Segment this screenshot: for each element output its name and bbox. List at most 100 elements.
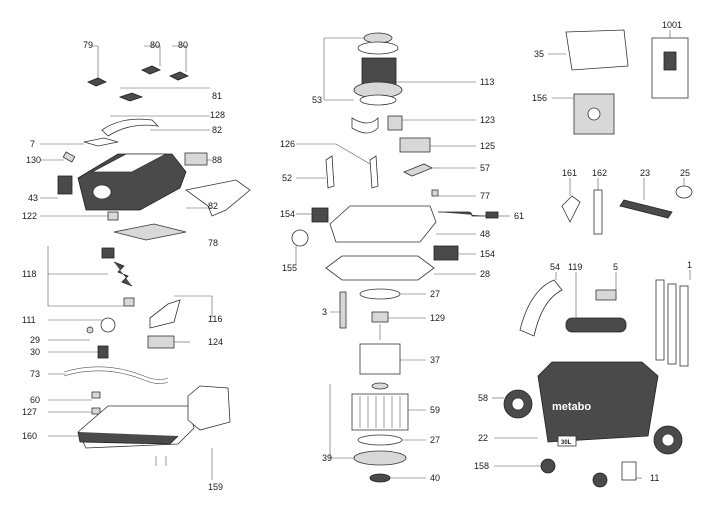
part-122 xyxy=(107,211,119,221)
label-155: 155 xyxy=(282,263,297,273)
part-58-hub xyxy=(511,397,525,411)
part-161 xyxy=(561,195,581,223)
label-23: 23 xyxy=(640,168,650,178)
part-40 xyxy=(369,473,391,483)
part-7 xyxy=(83,137,119,147)
part-80b xyxy=(169,71,189,81)
label-27a: 27 xyxy=(430,289,440,299)
part-23 xyxy=(619,199,673,219)
label-1: 1 xyxy=(687,260,692,270)
label-113: 113 xyxy=(480,77,494,87)
filter-pleats xyxy=(359,396,401,428)
filter-assembly xyxy=(339,288,409,483)
part-78 xyxy=(185,179,251,217)
label-7: 7 xyxy=(30,139,35,149)
label-29: 29 xyxy=(30,335,40,345)
label-73: 73 xyxy=(30,369,40,379)
part-154a xyxy=(311,207,329,223)
electronics-assembly xyxy=(63,247,181,415)
part-53-cap xyxy=(357,41,399,55)
part-129 xyxy=(371,311,389,323)
label-22: 22 xyxy=(478,433,488,443)
label-37: 37 xyxy=(430,355,440,365)
label-48: 48 xyxy=(480,229,490,239)
part-35-bag xyxy=(565,29,629,71)
part-39-plate xyxy=(353,450,407,466)
label-5: 5 xyxy=(613,262,618,272)
label-128: 128 xyxy=(210,110,225,120)
label-159: 159 xyxy=(208,482,223,492)
label-25: 25 xyxy=(680,168,690,178)
label-119: 119 xyxy=(568,262,582,272)
part-127 xyxy=(91,407,101,415)
part-77 xyxy=(431,189,439,197)
part-1-tube-c xyxy=(679,285,689,367)
part-11 xyxy=(621,461,637,481)
label-1001: 1001 xyxy=(662,20,682,30)
label-82b: 82 xyxy=(208,201,218,211)
part-1001-icon xyxy=(663,51,677,71)
label-118: 118 xyxy=(22,269,36,279)
label-126: 126 xyxy=(280,139,295,149)
label-77: 77 xyxy=(480,191,490,201)
part-52-a xyxy=(325,155,335,189)
label-60: 60 xyxy=(30,395,40,405)
label-116: 116 xyxy=(208,314,222,324)
label-39: 39 xyxy=(322,453,332,463)
label-43: 43 xyxy=(28,193,38,203)
part-160-edge xyxy=(77,431,179,445)
part-159 xyxy=(187,385,231,431)
label-79: 79 xyxy=(83,40,93,50)
part-73-cable-2 xyxy=(63,370,169,384)
label-162: 162 xyxy=(592,168,607,178)
part-118 xyxy=(101,247,115,259)
part-81 xyxy=(118,92,144,102)
part-111 xyxy=(100,317,116,333)
part-29 xyxy=(86,326,94,334)
motor-assembly xyxy=(291,32,499,281)
part-37-cage xyxy=(359,343,401,375)
part-30 xyxy=(97,345,109,359)
part-128 xyxy=(101,118,160,137)
part-labels: 79 80 80 81 128 82 7 130 88 43 122 82 78… xyxy=(22,20,692,492)
label-123: 123 xyxy=(480,115,495,125)
part-61-plug xyxy=(485,211,499,219)
part-52-b xyxy=(369,155,379,189)
part-130 xyxy=(62,151,76,163)
part-162 xyxy=(593,189,603,235)
label-156: 156 xyxy=(532,93,547,103)
label-154a: 154 xyxy=(280,209,295,219)
part-73-cable xyxy=(63,366,169,380)
part-60 xyxy=(91,391,101,399)
wheel-right-hub xyxy=(661,433,675,447)
part-79 xyxy=(87,77,107,87)
label-30: 30 xyxy=(30,347,40,357)
part-88 xyxy=(184,152,208,166)
part-27-ring-bottom xyxy=(357,434,403,446)
part-124 xyxy=(147,335,175,349)
part-156-hole xyxy=(587,107,601,121)
label-158: 158 xyxy=(474,461,489,471)
label-80b: 80 xyxy=(178,40,188,50)
container-assembly: metabo 30L xyxy=(503,361,683,488)
part-61-cable xyxy=(438,211,486,217)
head-housing-top xyxy=(91,153,167,173)
label-59: 59 xyxy=(430,405,440,415)
part-123-b xyxy=(387,115,403,131)
label-111: 111 xyxy=(22,315,36,325)
part-53-top-ring xyxy=(363,32,393,44)
label-54: 54 xyxy=(550,262,560,272)
label-80a: 80 xyxy=(150,40,160,50)
spring xyxy=(123,297,135,307)
part-54 xyxy=(519,279,563,337)
capacity-badge xyxy=(557,435,577,447)
part-57 xyxy=(403,163,433,177)
label-3: 3 xyxy=(322,307,327,317)
accessories xyxy=(519,29,693,367)
part-119-hose xyxy=(565,317,627,333)
part-37-ring xyxy=(371,382,389,390)
label-122: 122 xyxy=(22,211,37,221)
part-1-tube-b xyxy=(667,283,677,365)
label-160: 160 xyxy=(22,431,37,441)
